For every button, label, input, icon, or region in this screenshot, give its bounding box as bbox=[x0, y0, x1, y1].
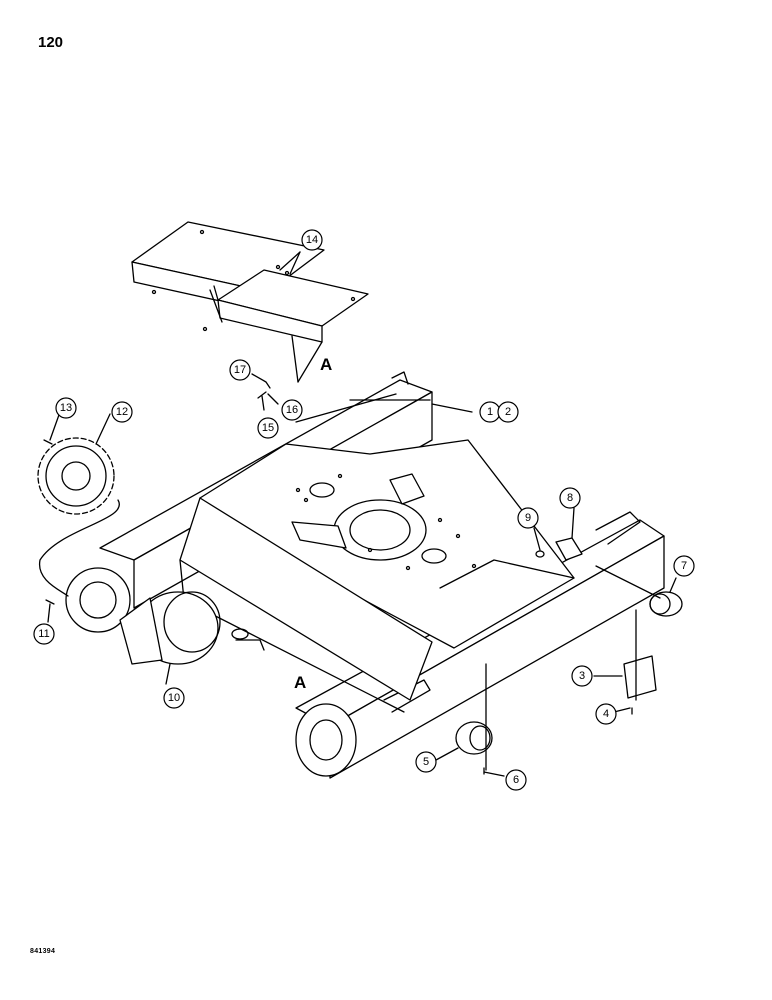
drive-sprocket bbox=[37, 437, 115, 515]
figure-code: 841394 bbox=[30, 948, 56, 955]
track-frame bbox=[65, 371, 665, 779]
callout-6: 6 bbox=[513, 774, 519, 786]
callout-16: 16 bbox=[286, 404, 298, 416]
callout-2: 2 bbox=[505, 406, 511, 418]
callout-5: 5 bbox=[423, 756, 429, 768]
callout-14: 14 bbox=[306, 234, 318, 246]
callout-1: 1 bbox=[487, 406, 493, 418]
callout-8: 8 bbox=[567, 492, 573, 504]
callout-4: 4 bbox=[603, 708, 609, 720]
track-roller bbox=[455, 721, 493, 755]
callout-9: 9 bbox=[525, 512, 531, 524]
callout-11: 11 bbox=[38, 628, 49, 640]
mounting-bracket bbox=[535, 537, 583, 561]
callout-17: 17 bbox=[234, 364, 246, 376]
callout-3: 3 bbox=[579, 670, 585, 682]
section-mark-a-top: A bbox=[320, 355, 332, 374]
track-guard-cover bbox=[131, 221, 369, 383]
roller-bracket bbox=[623, 655, 657, 699]
callout-7: 7 bbox=[681, 560, 687, 572]
carrier-roller bbox=[649, 591, 683, 617]
callout-13: 13 bbox=[60, 402, 72, 414]
page-number: 120 bbox=[38, 34, 64, 51]
section-mark-a-bottom: A bbox=[294, 673, 306, 692]
callout-10: 10 bbox=[168, 692, 180, 704]
callout-15: 15 bbox=[262, 422, 274, 434]
callout-12: 12 bbox=[116, 406, 128, 418]
final-drive bbox=[119, 591, 221, 665]
